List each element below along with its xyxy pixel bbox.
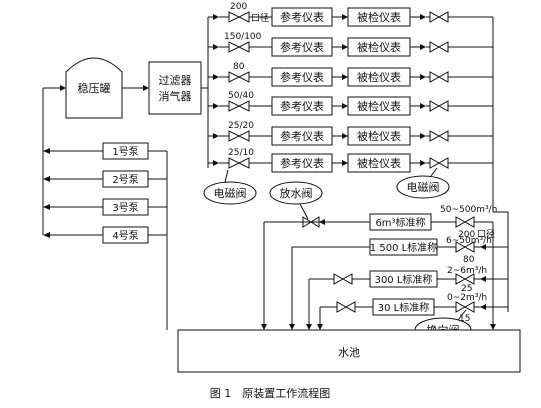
pump-row: 3号泵: [43, 198, 167, 216]
stabilizer-tank-label: 稳压罐: [78, 81, 111, 95]
drain-valve-callout: [269, 181, 323, 205]
svg-text:电磁阀: 电磁阀: [214, 186, 247, 200]
valve-icon: [429, 11, 449, 23]
diameter-note: 口径: [251, 12, 269, 24]
svg-text:放水阀: 放水阀: [280, 186, 313, 200]
meter-row: 参考仪表 被检仪表 50/40: [208, 91, 493, 116]
solenoid-valve-callout-left: [203, 181, 257, 205]
svg-text:参考仪表: 参考仪表: [280, 40, 324, 54]
valve-icon: [333, 273, 353, 285]
svg-text:被检仪表: 被检仪表: [357, 156, 401, 170]
meter-diameter: 50/40: [228, 91, 254, 101]
silencer-label: 消气器: [159, 89, 192, 103]
pump-row: 1号泵: [43, 142, 167, 160]
meter-row: 参考仪表 被检仪表 25/10: [208, 148, 493, 173]
scale-diameter: 15: [459, 314, 470, 324]
meter-row: 参考仪表 被检仪表 25/20: [208, 121, 493, 146]
svg-text:被检仪表: 被检仪表: [357, 10, 401, 24]
svg-text:被检仪表: 被检仪表: [357, 129, 401, 143]
valve-icon: [429, 130, 449, 142]
scale-diameter: 80: [463, 255, 475, 265]
stabilizer-tank: [65, 57, 123, 119]
valve-icon: [455, 273, 475, 285]
valve-icon: [429, 157, 449, 169]
svg-text:300 L标准称: 300 L标准称: [375, 273, 433, 286]
valve-icon: [429, 71, 449, 83]
meter-diameter: 25/10: [228, 148, 254, 158]
valve-icon: [228, 11, 250, 23]
svg-text:30 L标准称: 30 L标准称: [378, 301, 429, 314]
svg-text:参考仪表: 参考仪表: [280, 10, 324, 24]
svg-text:参考仪表: 参考仪表: [280, 99, 324, 113]
meter-diameter: 150/100: [224, 32, 262, 42]
svg-text:电磁阀: 电磁阀: [407, 180, 440, 194]
valve-icon: [429, 41, 449, 53]
valve-icon: [228, 130, 250, 142]
flow-range: 6~50m³/h: [446, 236, 492, 246]
water-tank: [177, 329, 521, 373]
pump-label: 2号泵: [112, 174, 138, 186]
meter-diameter: 25/20: [228, 121, 254, 131]
meter-diameter: 200: [230, 2, 247, 12]
pump-row: 4号泵: [43, 226, 167, 244]
valve-icon: [336, 301, 356, 313]
flow-range: 50~500m³/h: [440, 205, 497, 215]
valve-icon: [228, 71, 250, 83]
figure-caption: 图 1 原装置工作流程图: [210, 386, 331, 400]
scale-row: 30 L标准称 0~2m³/h 15: [317, 293, 508, 330]
valve-icon: [429, 100, 449, 112]
svg-text:被检仪表: 被检仪表: [357, 99, 401, 113]
filter-silencer-box: [148, 61, 202, 115]
drain-valve-icon: [302, 216, 320, 228]
diameter-note: 口径: [477, 228, 495, 240]
svg-text:参考仪表: 参考仪表: [280, 70, 324, 84]
solenoid-valve-callout-right: [396, 175, 450, 199]
pump-label: 4号泵: [112, 230, 138, 242]
meter-diameter: 80: [233, 62, 245, 72]
pump-label: 1号泵: [112, 146, 138, 158]
pump-label: 3号泵: [112, 202, 138, 214]
meter-row: 参考仪表 被检仪表 80: [208, 62, 493, 87]
flow-range: 2~6m³/h: [447, 266, 487, 276]
scale-row: 1 500 L标准称 6~50m³/h 80: [289, 236, 508, 330]
svg-text:参考仪表: 参考仪表: [280, 129, 324, 143]
scale-diameter: 25: [461, 284, 472, 294]
filter-label: 过滤器: [159, 74, 192, 87]
scale-row: 6m³标准称 50~500m³/h 200 口径: [261, 205, 497, 330]
scale-diameter: 200: [458, 230, 475, 240]
water-tank-label: 水池: [338, 346, 360, 359]
meter-row: 参考仪表 被检仪表 200 口径: [208, 2, 493, 27]
svg-text:参考仪表: 参考仪表: [280, 156, 324, 170]
svg-text:6m³标准称: 6m³标准称: [375, 216, 425, 229]
valve-icon: [455, 301, 475, 313]
flow-range: 0~2m³/h: [447, 293, 487, 303]
valve-icon: [228, 100, 250, 112]
meter-row: 参考仪表 被检仪表 150/100: [208, 32, 493, 57]
valve-icon: [455, 241, 475, 253]
scale-row: 300 L标准称 2~6m³/h 25: [306, 266, 508, 330]
pump-row: 2号泵: [43, 170, 167, 188]
valve-icon: [228, 157, 250, 169]
valve-icon: [455, 216, 475, 228]
valve-icon: [228, 41, 250, 53]
svg-text:1 500 L标准称: 1 500 L标准称: [370, 241, 437, 254]
svg-text:被检仪表: 被检仪表: [357, 40, 401, 54]
svg-text:被检仪表: 被检仪表: [357, 70, 401, 84]
